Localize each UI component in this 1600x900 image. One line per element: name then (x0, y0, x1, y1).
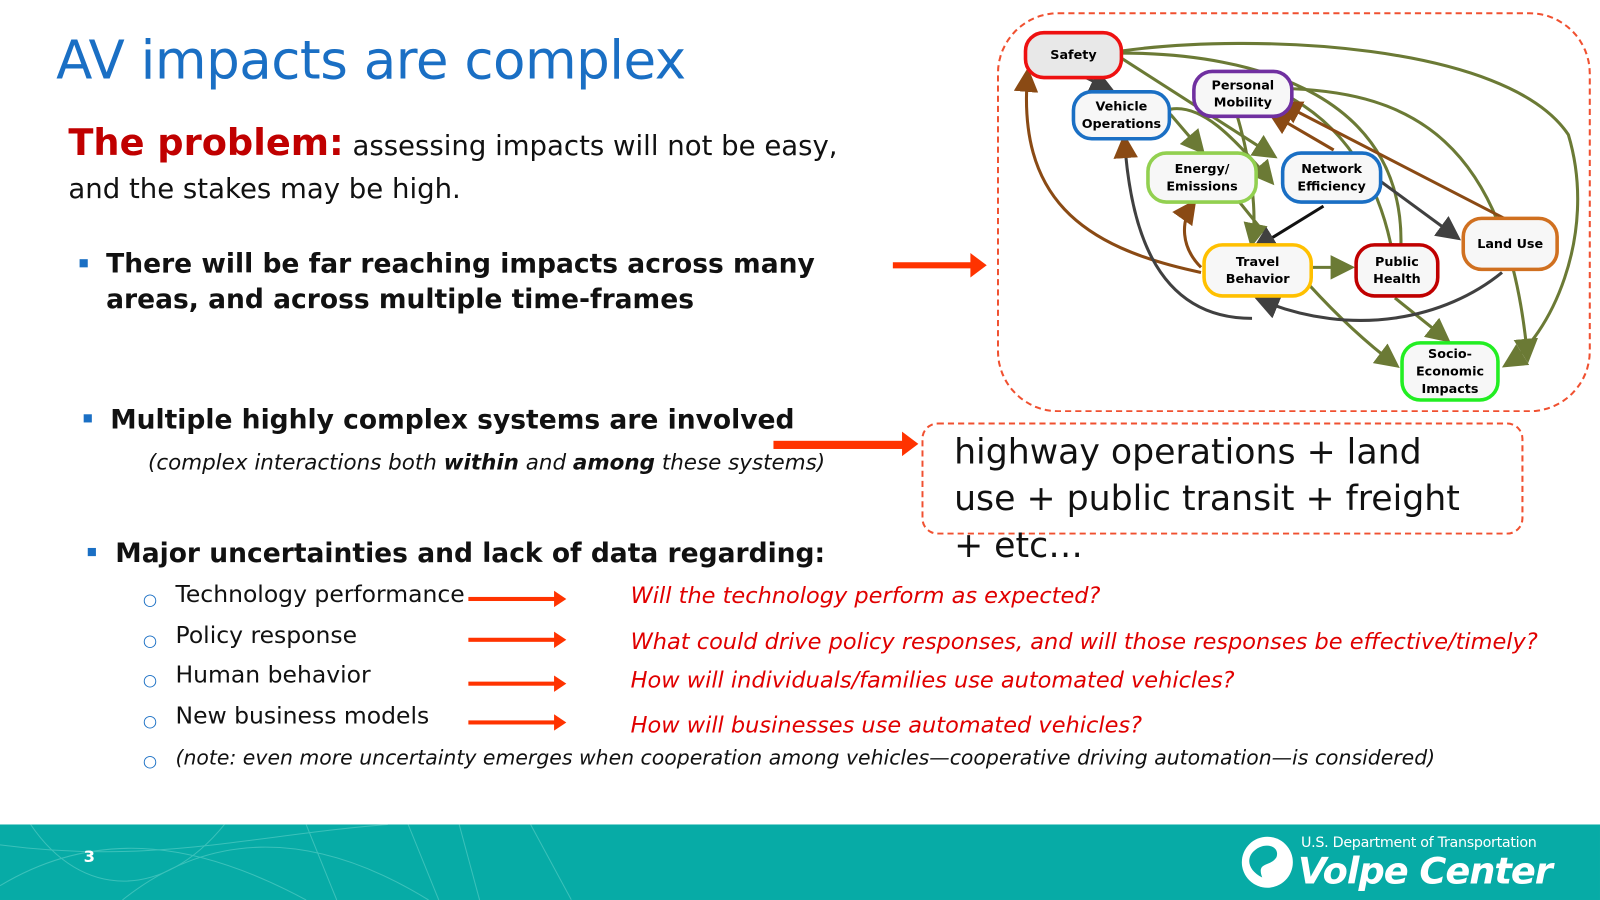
arrow-icon (468, 675, 567, 692)
uncertainty-question: How will individuals/families use automa… (630, 668, 1235, 694)
circle-bullet-icon: ○ (142, 670, 158, 690)
edge (1393, 296, 1451, 343)
node-box (1023, 30, 1124, 80)
circle-bullet-icon: ○ (142, 630, 158, 650)
cooperation-note: (note: even more uncertainty emerges whe… (175, 744, 1436, 770)
uncertainty-label: New business models (175, 703, 430, 730)
node-label: Health (1373, 272, 1420, 287)
bullet-uncertainties: Major uncertainties and lack of data reg… (115, 538, 826, 570)
circle-bullet-icon: ○ (142, 589, 158, 610)
node-safety: Safety (1023, 30, 1124, 80)
node-box (1400, 341, 1500, 402)
node-label: Emissions (1166, 179, 1237, 194)
edge (1113, 133, 1253, 320)
diagram-box (996, 12, 1591, 413)
node-label: Personal (1212, 78, 1275, 93)
edge (1169, 113, 1205, 155)
arrow-icon (468, 631, 567, 648)
edge (1121, 41, 1580, 368)
org-name: Volpe Center (1297, 851, 1553, 893)
systems-box: highway operations + land use + public t… (921, 422, 1524, 566)
node-label: Mobility (1214, 96, 1273, 111)
node-box (1071, 90, 1172, 141)
note-part: and (518, 449, 573, 475)
bullet-impacts: There will be far reaching impacts acros… (106, 248, 815, 316)
note-among: among (572, 449, 656, 475)
note-part: (complex interactions both (147, 449, 444, 475)
edge (1013, 67, 1202, 274)
node-label: Public (1375, 255, 1419, 270)
bullet-marker (87, 547, 96, 557)
edge (1277, 101, 1511, 223)
node-label: Vehicle (1095, 100, 1147, 115)
circle-bullet-icon: ○ (142, 751, 158, 771)
edge (1267, 111, 1335, 152)
arrow-to-systems (773, 431, 919, 457)
node-label: Impacts (1421, 382, 1478, 397)
edge (1172, 199, 1203, 269)
bullet-marker (79, 259, 88, 268)
note-part: these systems) (655, 449, 826, 475)
node-box (1202, 243, 1313, 298)
node-label: Socio- (1428, 347, 1472, 362)
note-within: within (443, 449, 519, 475)
edge (1254, 271, 1503, 322)
node-label: Economic (1416, 365, 1484, 380)
node-label: Energy/ (1175, 162, 1230, 177)
problem-statement: The problem: assessing impacts will not … (68, 122, 844, 211)
circle-bullet-icon: ○ (142, 711, 158, 731)
footer-pattern (0, 824, 572, 900)
node-landuse: Land Use (1461, 216, 1559, 272)
node-label: Efficiency (1297, 179, 1366, 194)
edge (1251, 204, 1325, 251)
uncertainty-question: How will businesses use automated vehicl… (630, 713, 1142, 739)
systems-note: (complex interactions both within and am… (148, 450, 825, 474)
node-box (1280, 151, 1383, 204)
org-line: U.S. Department of Transportation (1301, 834, 1537, 852)
footer-bar: 3 U.S. Department of Transportation Volp… (0, 824, 1600, 900)
slide-title: AV impacts are complex (56, 30, 686, 92)
edge (1121, 51, 1414, 269)
arrow-icon (468, 590, 567, 608)
bullet-marker (83, 414, 92, 423)
node-label: Network (1301, 162, 1362, 177)
node-energy: Energy/Emissions (1146, 151, 1258, 204)
problem-text: assessing impacts will not be easy, and … (68, 130, 838, 206)
node-label: Safety (1050, 48, 1097, 63)
uncertainty-label: Technology performance (175, 581, 465, 609)
uncertainty-label: Human behavior (175, 662, 371, 689)
problem-lead: The problem: (68, 122, 344, 165)
uncertainty-question: Will the technology perform as expected? (630, 583, 1101, 610)
node-label: Operations (1082, 117, 1161, 132)
arrow-icon (468, 714, 567, 731)
node-box (1354, 243, 1440, 298)
node-label: Behavior (1226, 272, 1290, 287)
edge (1292, 87, 1539, 364)
node-label: Travel (1236, 255, 1280, 270)
bullet-systems: Multiple highly complex systems are invo… (110, 405, 795, 436)
uncertainty-label: Policy response (175, 622, 358, 649)
node-box (1146, 151, 1258, 204)
node-label: Land Use (1477, 237, 1543, 252)
arrow-to-diagram (892, 253, 987, 278)
page-number: 3 (83, 846, 96, 867)
edge (1378, 179, 1462, 241)
node-box (1461, 216, 1559, 272)
node-box (1192, 69, 1294, 119)
volpe-logo-icon (1241, 836, 1293, 888)
uncertainty-question: What could drive policy responses, and w… (630, 629, 1538, 656)
edge (1170, 107, 1275, 186)
